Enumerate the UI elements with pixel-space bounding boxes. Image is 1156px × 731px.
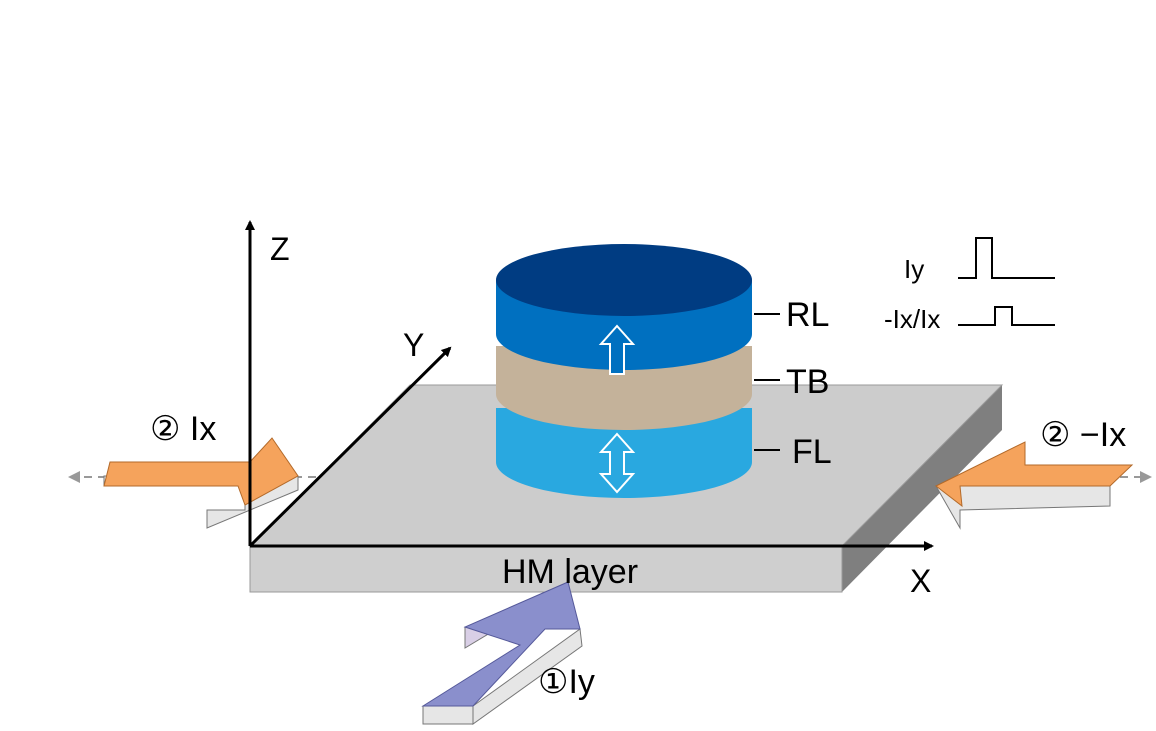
tb-label: TB <box>786 363 829 401</box>
ix-pulse-waveform <box>958 306 1055 326</box>
fl-double-arrow-icon <box>598 432 636 494</box>
ix-left-label: ② Ix <box>150 410 216 448</box>
iy-label: ①Iy <box>538 663 595 701</box>
x-axis-label: X <box>910 563 931 599</box>
y-axis-line <box>248 346 452 548</box>
ix-arrow-right <box>935 441 1134 530</box>
z-axis-label: Z <box>270 231 290 267</box>
ix-arrow-right-shadow <box>935 485 1111 530</box>
rl-label: RL <box>786 296 829 334</box>
y-axis-label: Y <box>403 327 424 363</box>
iy-arrow-shadow-side <box>472 628 583 725</box>
dashed-guide-left-arrow <box>68 471 80 483</box>
iy-pulse-waveform <box>958 237 1055 279</box>
mtj-pillar <box>496 244 752 498</box>
iy-pulse-label: Iy <box>904 254 924 284</box>
ix-pulse-label: -Ix/Ix <box>884 304 940 334</box>
slab-side-face <box>842 385 1002 592</box>
ix-arrow-left <box>103 437 299 529</box>
rl-up-arrow-icon <box>598 324 636 375</box>
fl-label: FL <box>792 433 832 471</box>
axes <box>245 220 934 551</box>
iy-arrow <box>421 581 583 725</box>
ix-right-label: ② −Ix <box>1040 416 1126 454</box>
ix-arrow-right-body <box>935 441 1134 508</box>
iy-arrow-shadow <box>422 705 474 725</box>
rl-layer-top <box>496 244 752 316</box>
iy-arrow-body <box>421 581 581 707</box>
dashed-guide-right-arrow <box>1140 471 1152 483</box>
tb-layer <box>496 346 752 430</box>
hm-layer-label: HM layer <box>502 553 638 591</box>
